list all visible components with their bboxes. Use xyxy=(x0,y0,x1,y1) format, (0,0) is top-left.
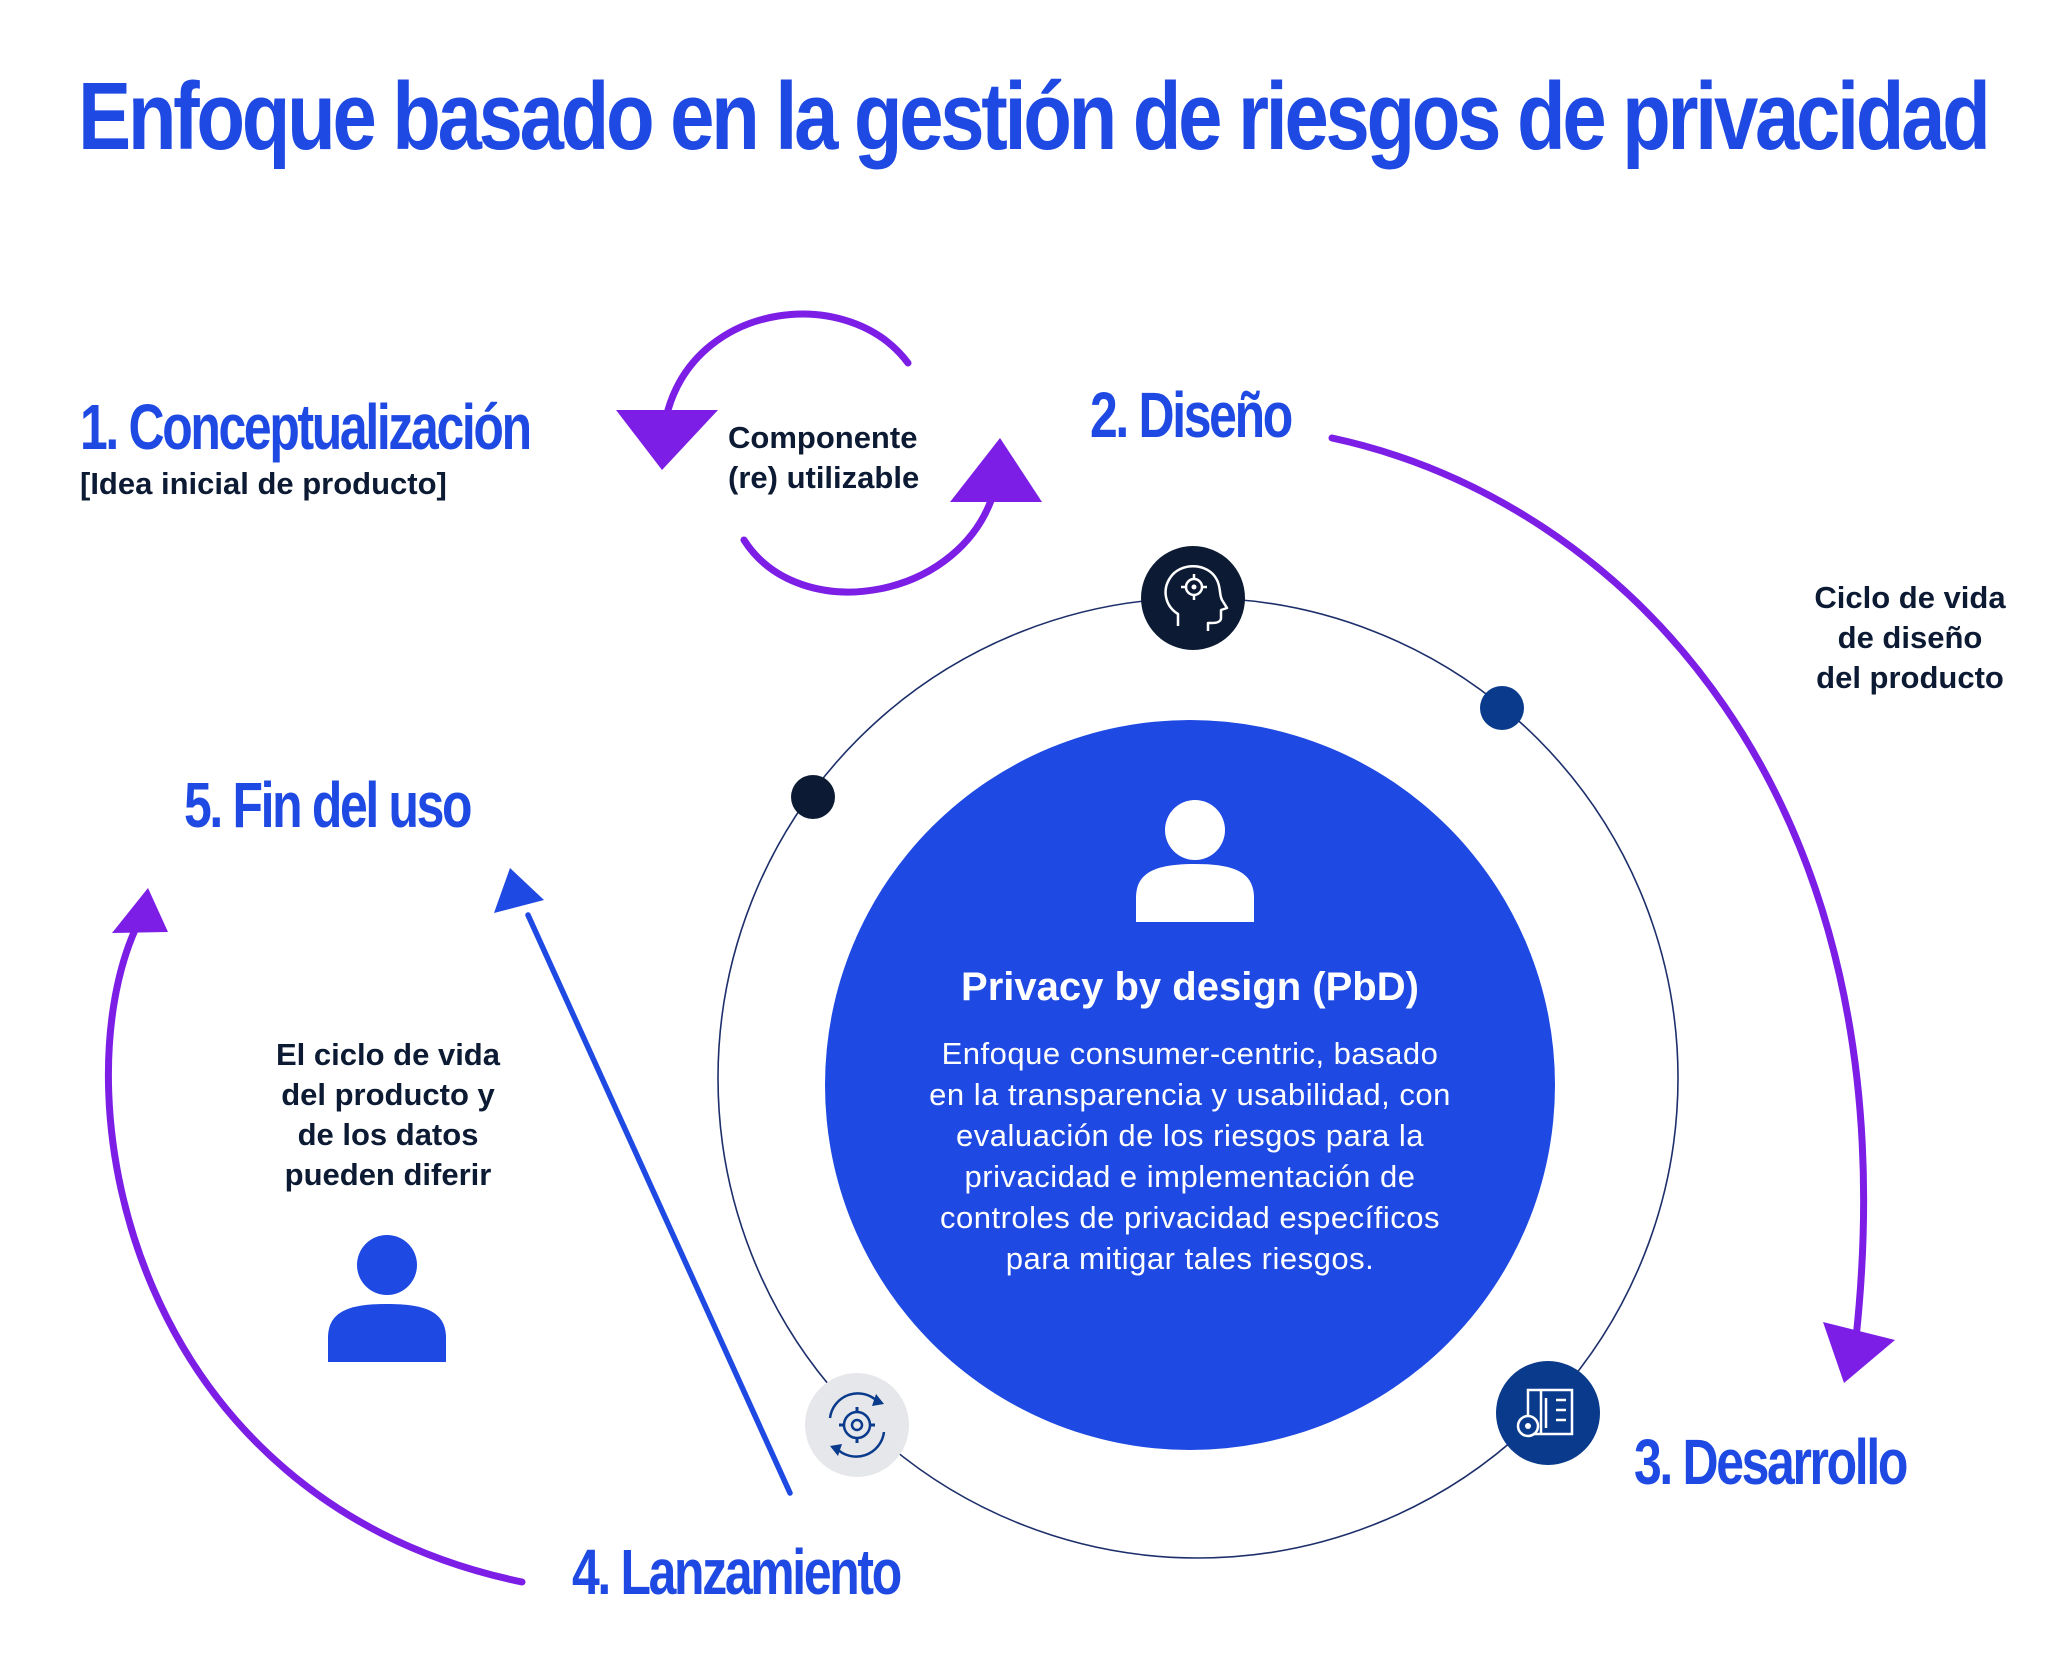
orbit-dot-left xyxy=(791,775,835,819)
reuse-cycle-arrows xyxy=(664,310,999,596)
page-title: Enfoque basado en la gestión de riesgos … xyxy=(78,63,1991,170)
product-data-lifecycle-note: El ciclo de vida del producto y de los d… xyxy=(276,1037,500,1192)
head-gear-icon xyxy=(1141,546,1245,650)
design-lifecycle-note: Ciclo de vida de diseño del producto xyxy=(1814,580,2006,695)
center-person-icon xyxy=(1136,800,1254,922)
launch-to-end-arrow xyxy=(525,912,793,1496)
stage-development: 3. Desarrollo xyxy=(1634,1426,1908,1498)
reuse-arrowhead-right xyxy=(950,438,1042,502)
stage-conceptualization-sub: [Idea inicial de producto] xyxy=(80,466,447,501)
pbd-description: Enfoque consumer-centric, basado en la t… xyxy=(929,1036,1451,1276)
cycle-gear-icon xyxy=(805,1373,909,1477)
stage-launch: 4. Lanzamiento xyxy=(572,1536,902,1608)
reuse-arrowhead-left xyxy=(616,410,718,470)
pbd-circle xyxy=(825,720,1555,1450)
left-person-icon xyxy=(328,1235,446,1362)
pbd-title: Privacy by design (PbD) xyxy=(961,965,1419,1009)
product-lifecycle-arc xyxy=(104,926,526,1586)
stage-design: 2. Diseño xyxy=(1090,379,1293,451)
launch-to-end-arrowhead xyxy=(494,868,544,913)
orbit-dot-right xyxy=(1480,686,1524,730)
design-lifecycle-arrowhead xyxy=(1823,1322,1895,1383)
dashboard-gear-icon xyxy=(1496,1361,1600,1465)
stage-end-of-use: 5. Fin del uso xyxy=(184,769,473,841)
reusable-component-note: Componente (re) utilizable xyxy=(728,420,920,495)
product-lifecycle-arrowhead xyxy=(112,888,168,933)
stage-conceptualization: 1. Conceptualización xyxy=(80,391,532,463)
design-lifecycle-arc xyxy=(1328,434,1868,1342)
